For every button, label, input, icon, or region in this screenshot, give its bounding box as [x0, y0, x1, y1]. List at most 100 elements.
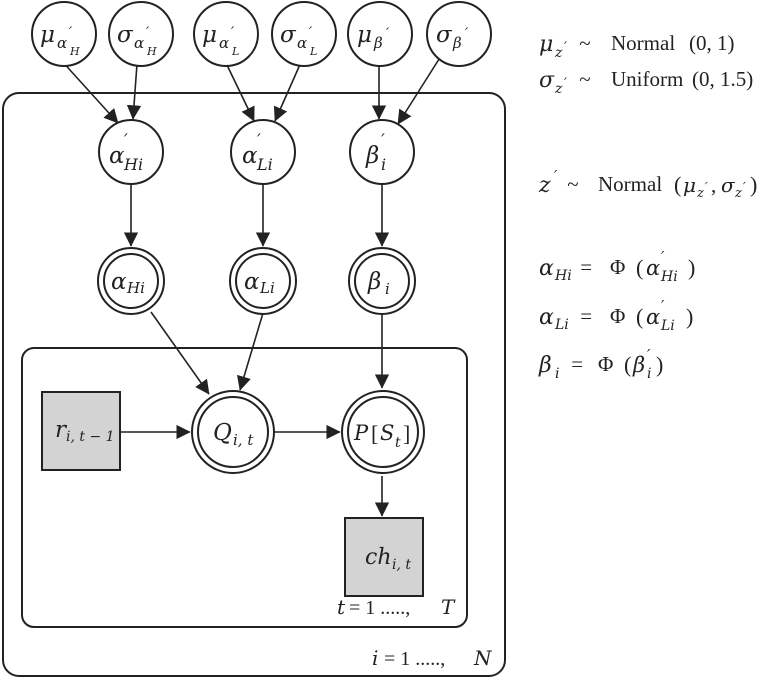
- eq-paren-close: ): [688, 255, 695, 280]
- node-prime: ′: [257, 131, 261, 151]
- node-mu-alpha-l: μ α ′ L: [193, 1, 259, 67]
- eq-lhs-sub: z: [554, 45, 563, 61]
- node-subscript: i, t: [392, 557, 411, 573]
- node-symbol: α: [242, 143, 258, 169]
- eq-paren-open: (: [636, 304, 643, 329]
- node-symbol: β: [365, 143, 379, 169]
- node-subscript: α: [134, 34, 144, 52]
- eq-op: ~: [574, 67, 596, 91]
- node-subscript: i, t: [233, 431, 254, 449]
- eq-paren-open: (: [624, 352, 631, 377]
- node-subscript: i: [385, 280, 390, 298]
- plate-subjects-label: i = 1 ....., N: [372, 646, 493, 670]
- eq-arg1: μ: [683, 173, 696, 197]
- node-subscript-prime: ′: [146, 25, 150, 41]
- node-subscript: i: [381, 155, 386, 174]
- eq-fn: Φ: [598, 352, 613, 376]
- node-alpha-h: α Hi: [97, 247, 165, 315]
- eq-arg: α: [646, 305, 660, 329]
- eq-arg2-prime: ′: [743, 180, 746, 194]
- node-symbol: r: [55, 417, 68, 443]
- eq-arg-sub: Li: [660, 318, 675, 334]
- eq-arg2-sub: z: [734, 186, 742, 201]
- equation-z: z ′ ~ Normal ( μ z ′ , σ z ′ ): [538, 167, 757, 201]
- node-prime: ′: [381, 131, 385, 151]
- node-subscript: β: [373, 34, 383, 52]
- eq-fn: Φ: [610, 255, 625, 279]
- node-subsubscript: L: [309, 45, 317, 58]
- node-symbol: α: [109, 143, 125, 169]
- edge-alpha-l-q: [237, 312, 264, 391]
- node-p: P [ S t ]: [341, 390, 425, 474]
- node-alpha-h-prime: α ′ Hi: [98, 119, 164, 185]
- plate-subjects: [2, 92, 506, 677]
- node-sigma-alpha-h: σ α ′ H: [108, 1, 174, 67]
- eq-lhs: β: [538, 353, 552, 378]
- equation-beta: β i = Φ ( β ′ i ): [538, 346, 663, 382]
- node-mu-beta: μ β ′: [347, 1, 413, 67]
- node-symbol: μ: [202, 22, 217, 48]
- edge-mu-alpha-l: [225, 62, 255, 122]
- node-subscript: Li: [259, 279, 275, 297]
- node-subsubscript: H: [69, 45, 80, 58]
- eq-lhs-sub: i: [555, 366, 559, 382]
- eq-paren-open: (: [674, 172, 681, 197]
- equation-mu-z: μ z ′ ~ Normal (0, 1): [539, 31, 735, 61]
- node-subscript-prime: ′: [465, 26, 469, 42]
- node-subsubscript: L: [231, 45, 239, 58]
- node-symbol: σ: [436, 22, 453, 48]
- eq-lhs-prime: ′: [554, 167, 558, 185]
- node-alpha-l-prime: α ′ Li: [230, 119, 296, 185]
- eq-fn: Φ: [610, 304, 625, 328]
- eq-arg2: σ: [721, 173, 736, 197]
- eq-op: =: [575, 304, 597, 328]
- eq-paren-close: ): [750, 172, 757, 197]
- eq-arg-prime: ′: [661, 297, 665, 315]
- node-mu-alpha-h: μ α ′ H: [31, 1, 97, 67]
- eq-paren-close: ): [686, 304, 693, 329]
- eq-arg-sub: Hi: [660, 269, 678, 285]
- node-sigma-alpha-l: σ α ′ L: [271, 1, 337, 67]
- eq-paren-open: (: [636, 255, 643, 280]
- eq-lhs-sub: Li: [554, 317, 569, 333]
- equation-alpha-h: α Hi = Φ ( α ′ Hi ): [539, 248, 695, 285]
- node-subscript-prime: ′: [386, 26, 390, 42]
- node-beta: β i: [348, 247, 416, 315]
- eq-op: ~: [574, 31, 596, 55]
- node-choice: ch i, t: [344, 517, 424, 597]
- node-subscript: α: [297, 34, 307, 52]
- edge-mu-alpha-h: [59, 58, 119, 124]
- eq-op: =: [575, 255, 597, 279]
- node-bracket-close: ]: [403, 421, 410, 446]
- node-subscript: Li: [256, 155, 273, 174]
- node-symbol: ch: [365, 545, 392, 570]
- node-subscript: Hi: [123, 155, 143, 174]
- plate-subjects-range: = 1 .....,: [379, 648, 450, 670]
- plate-trials-var: t: [337, 595, 346, 619]
- eq-lhs: α: [539, 305, 554, 330]
- node-prime: ′: [124, 131, 128, 151]
- node-inner-subscript: t: [395, 435, 401, 451]
- eq-lhs: α: [539, 256, 554, 281]
- node-subscript-prime: ′: [309, 25, 313, 41]
- edge-alpha-h-q: [150, 311, 210, 395]
- node-beta-prime: β ′ i: [349, 119, 415, 185]
- eq-comma: ,: [711, 173, 716, 197]
- eq-op: ~: [562, 172, 584, 196]
- node-symbol: α: [244, 269, 260, 295]
- node-subscript: α: [219, 34, 229, 52]
- eq-lhs-sub: Hi: [554, 268, 572, 284]
- eq-lhs: z: [538, 173, 551, 198]
- equation-alpha-l: α Li = Φ ( α ′ Li ): [539, 297, 693, 334]
- eq-lhs-prime: ′: [564, 40, 567, 55]
- eq-arg1-sub: z: [696, 186, 704, 201]
- node-symbol: β: [367, 269, 381, 295]
- node-symbol: P: [353, 421, 369, 445]
- eq-lhs: σ: [539, 68, 555, 93]
- node-subscript: Hi: [126, 279, 145, 297]
- plate-trials-range: = 1 .....,: [344, 597, 415, 619]
- node-subscript-prime: ′: [69, 25, 73, 41]
- eq-lhs-sub: z: [554, 81, 563, 97]
- equation-sigma-z: σ z ′ ~ Uniform (0, 1.5): [539, 67, 753, 97]
